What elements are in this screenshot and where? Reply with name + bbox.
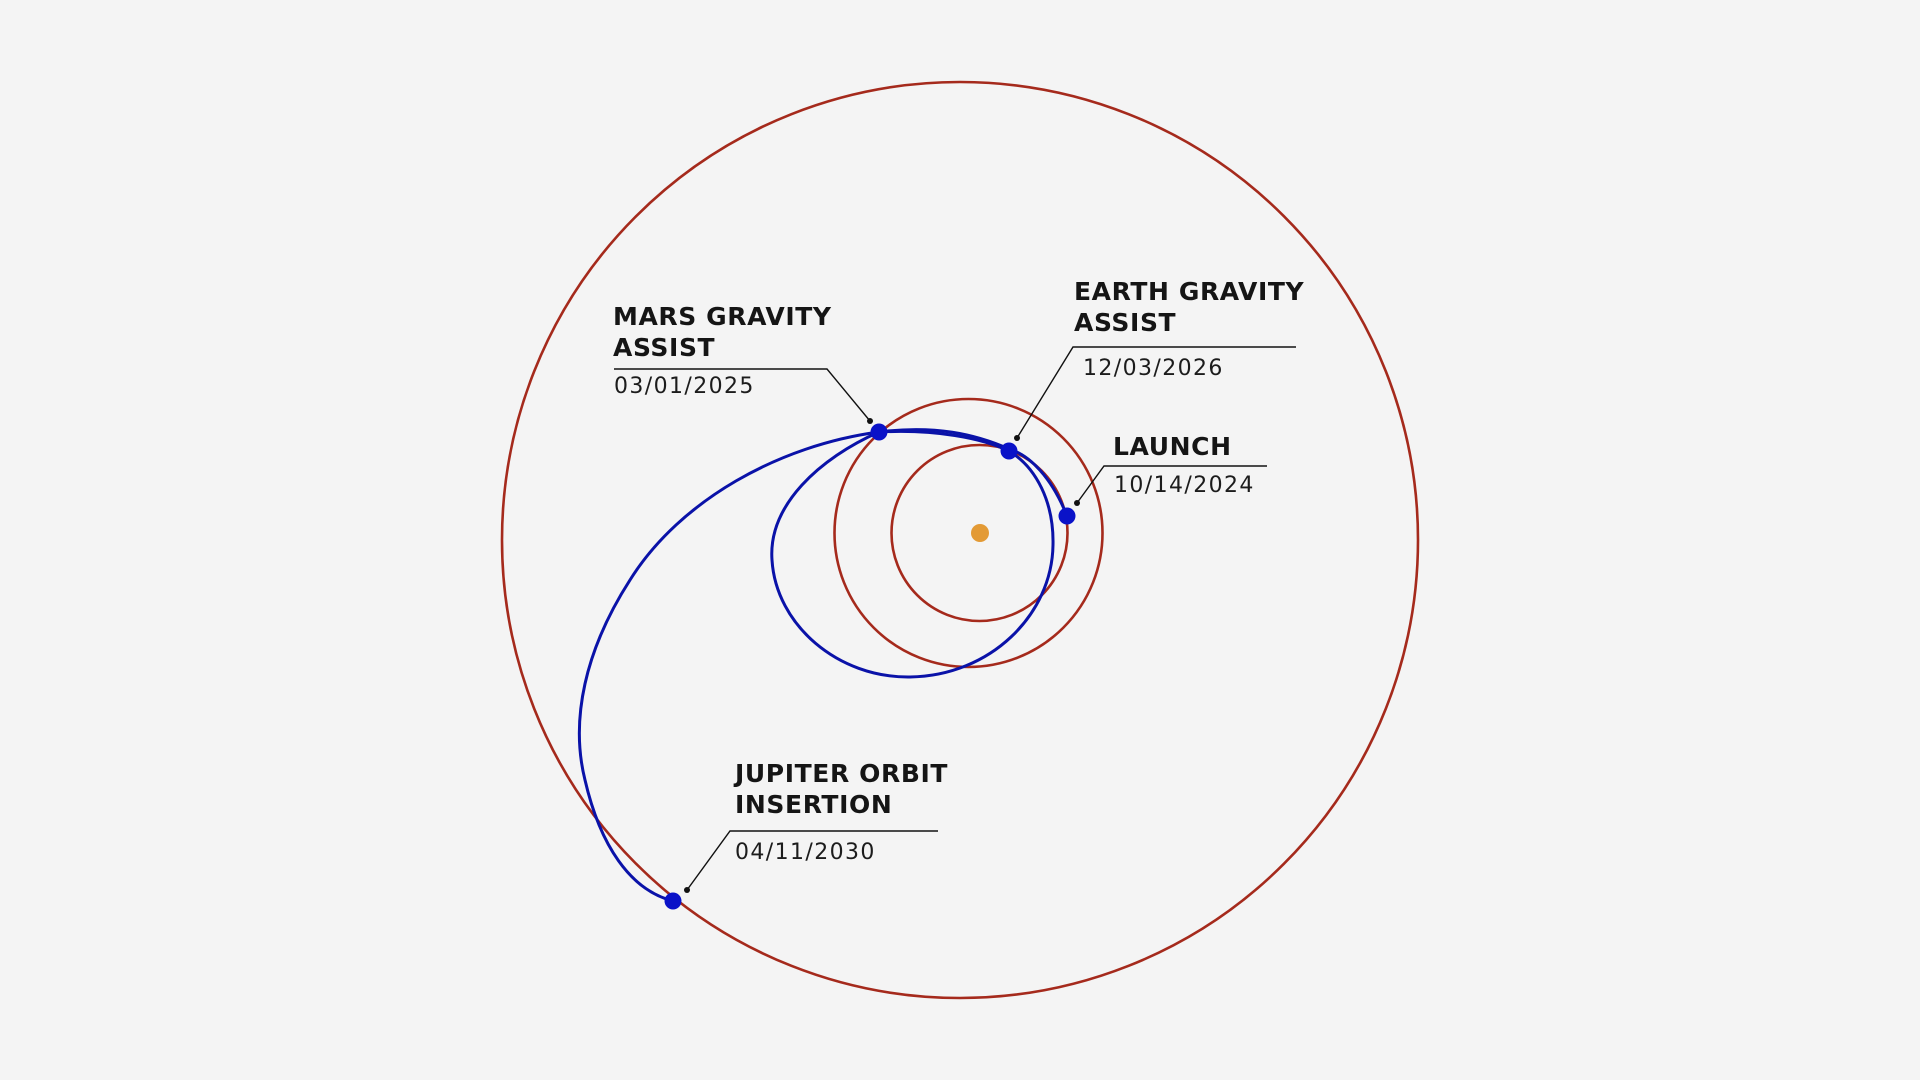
label-launch: LAUNCH 10/14/2024 [1113, 431, 1253, 498]
sun-icon [971, 524, 989, 542]
leader-line-mars [614, 368, 871, 422]
event-marker-mars-gravity-assist[interactable] [870, 423, 888, 441]
label-title-line2: INSERTION [735, 790, 893, 819]
label-title-line1: LAUNCH [1113, 432, 1232, 461]
label-earth-gravity-assist: EARTH GRAVITY ASSIST 12/03/2026 [1074, 276, 1305, 381]
trajectory-to-jupiter [577, 430, 880, 903]
label-jupiter-orbit-insertion: JUPITER ORBIT INSERTION 04/11/2030 [735, 758, 949, 865]
event-marker-earth-gravity-assist[interactable] [1000, 442, 1018, 460]
label-date: 10/14/2024 [1114, 473, 1255, 498]
leader-line-jupiter [686, 830, 938, 891]
leader-dot-mars [867, 418, 873, 424]
event-marker-launch[interactable] [1058, 507, 1076, 525]
label-title-line1: EARTH GRAVITY [1074, 277, 1305, 306]
label-date: 03/01/2025 [614, 374, 755, 399]
leader-line-earth [1016, 346, 1296, 439]
label-title-line2: ASSIST [1074, 308, 1177, 337]
label-title-line2: ASSIST [613, 333, 716, 362]
trajectory-launch-to-mars [878, 428, 1069, 517]
label-title-line1: JUPITER ORBIT [735, 759, 949, 788]
jupiter-orbit [500, 80, 1420, 1000]
leader-line-launch [1076, 465, 1267, 504]
inner-orbit [890, 443, 1069, 623]
label-mars-gravity-assist: MARS GRAVITY ASSIST 03/01/2025 [613, 301, 832, 399]
event-marker-jupiter-orbit-insertion[interactable] [664, 892, 682, 910]
leader-dot-earth [1014, 435, 1020, 441]
leader-dot-jupiter [684, 887, 690, 893]
label-date: 12/03/2026 [1083, 356, 1224, 381]
label-date: 04/11/2030 [735, 840, 876, 865]
trajectory-loop [770, 429, 1055, 679]
middle-orbit [833, 397, 1104, 669]
label-title-line1: MARS GRAVITY [613, 302, 832, 331]
leader-dot-launch [1074, 500, 1080, 506]
